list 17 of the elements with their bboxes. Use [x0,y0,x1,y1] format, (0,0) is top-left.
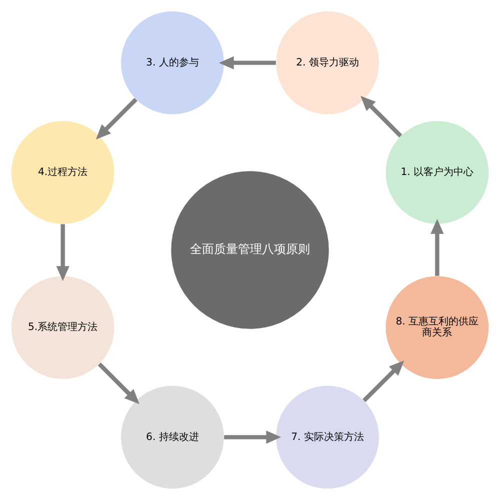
arrow [96,98,138,140]
arrow [218,56,276,70]
arrow [430,218,444,276]
node-circle: 3. 人的参与 [121,11,224,114]
node-circle: 8. 互惠互利的供应商关系 [386,276,489,379]
node-circle: 2. 领导力驱动 [276,11,379,114]
arrow [56,224,70,282]
arrow [360,96,402,138]
arrow [98,362,140,404]
node-circle: 5.系统管理方法 [11,276,114,379]
node-circle: 1. 以客户为中心 [386,121,489,224]
arrow [224,430,282,444]
node-circle: 全面质量管理八项原则 [171,171,329,329]
node-circle: 7. 实际决策方法 [276,386,379,489]
node-circle: 6. 持续改进 [121,386,224,489]
arrow [362,360,404,402]
node-circle: 4.过程方法 [11,121,114,224]
